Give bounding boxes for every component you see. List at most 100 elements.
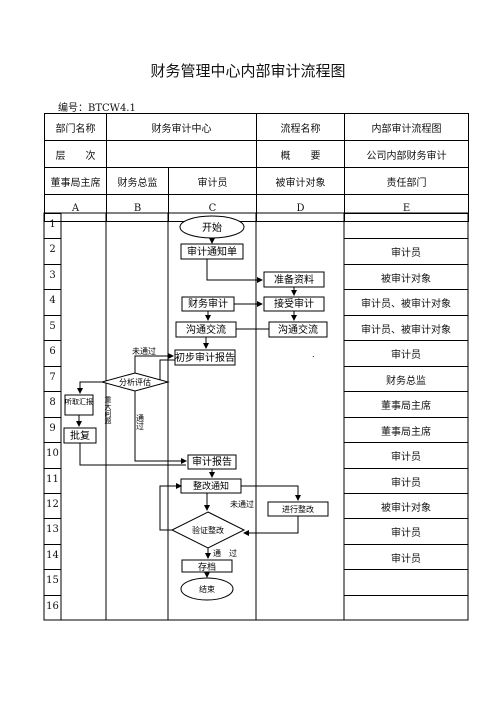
responsible-cell: 审计员 (391, 528, 421, 540)
row-number: 7 (49, 371, 56, 383)
row-divider (344, 263, 468, 265)
end-node (180, 577, 234, 601)
hear-report-label: 听取汇报 (65, 397, 93, 406)
approve-label: 批复 (70, 429, 90, 442)
row-divider (344, 238, 468, 240)
row-divider (344, 492, 468, 494)
role-finance-director: 财务总监 (106, 167, 169, 195)
row-divider (344, 442, 468, 444)
summary-value: 公司内部财务审计 (344, 140, 469, 168)
accept-audit-label: 接受审计 (274, 297, 314, 310)
page-title: 财务管理中心内部审计流程图 (150, 62, 346, 80)
row-divider (44, 340, 61, 342)
responsible-cell: 董事局主席 (381, 426, 431, 438)
prelim-report-node (174, 349, 236, 366)
row-number: 6 (49, 346, 56, 358)
col-e: E (344, 194, 469, 222)
row-divider (344, 365, 468, 367)
row-divider (44, 391, 61, 393)
fin-audit-label: 财务审计 (188, 297, 228, 310)
role-responsible-dept: 责任部门 (344, 167, 469, 195)
row-divider (44, 518, 61, 520)
prelim-report-label: 初步审计报告 (175, 351, 235, 364)
row-divider (44, 365, 61, 367)
responsible-cell: 审计员 (391, 350, 421, 362)
responsible-cell: 董事局主席 (381, 401, 431, 413)
row-divider (44, 569, 61, 571)
notice-label: 审计通知单 (187, 245, 237, 258)
row-divider (44, 442, 61, 444)
row-divider (344, 467, 468, 469)
row-divider (344, 314, 468, 316)
label-not-passed-1: 未通过 (132, 346, 156, 356)
row-number: 9 (49, 422, 56, 434)
row-divider (44, 289, 61, 291)
row-number: 5 (49, 320, 56, 332)
row-divider (44, 467, 61, 469)
process-name-label: 流程名称 (256, 113, 345, 141)
row-divider (344, 416, 468, 418)
row-divider (344, 543, 468, 545)
row-divider (44, 314, 61, 316)
row-divider (344, 518, 468, 520)
row-divider (44, 416, 61, 418)
notice-node (180, 243, 244, 260)
process-name-value: 内部审计流程图 (344, 113, 469, 141)
row-number: 3 (49, 269, 56, 281)
row-number: 16 (46, 600, 59, 612)
comm2-label: 沟通交流 (278, 323, 318, 336)
row-number: 11 (46, 473, 59, 485)
row-divider (344, 594, 468, 596)
comm1-label: 沟通交流 (186, 323, 226, 336)
responsible-cell: 审计员 (391, 477, 421, 489)
prepare-label: 准备资料 (274, 273, 314, 286)
responsible-cell: 审计员、被审计对象 (361, 324, 451, 336)
col-b: B (106, 194, 169, 222)
row-divider (44, 594, 61, 596)
dot-mark: . (312, 350, 315, 359)
rectify-do-label: 进行整改 (282, 504, 314, 514)
row-divider (44, 543, 61, 545)
label-not-passed-2: 未通过 (230, 499, 254, 509)
responsible-cell: 审计员 (391, 553, 421, 565)
responsible-cell: 被审计对象 (381, 502, 431, 514)
start-label: 开始 (202, 221, 222, 234)
dept-name-label: 部门名称 (44, 113, 107, 141)
label-passed-1: 通过 (136, 413, 145, 431)
row-number: 4 (49, 295, 56, 307)
header-table: 部门名称 财务审计中心 流程名称 内部审计流程图 层 次 概 要 公司内部财务审… (44, 113, 469, 222)
row-number: 10 (46, 448, 59, 460)
col-a: A (44, 194, 107, 222)
archive-label: 存档 (198, 561, 216, 573)
row-divider (44, 492, 61, 494)
responsible-cell: 审计员 (391, 248, 421, 260)
row-number: 2 (49, 244, 56, 256)
responsible-cell: 审计员 (391, 452, 421, 464)
responsible-cell: 财务总监 (386, 375, 426, 387)
row-number: 8 (49, 397, 56, 409)
audit-report-label: 审计报告 (192, 455, 232, 468)
row-divider (344, 569, 468, 571)
responsible-cell: 审计员、被审计对象 (361, 299, 451, 311)
row-number: 13 (46, 524, 59, 536)
row-divider (344, 391, 468, 393)
row-number: 1 (49, 219, 56, 230)
responsible-cell: 被审计对象 (381, 273, 431, 285)
role-chairman: 董事局主席 (44, 167, 107, 195)
row-divider (44, 263, 61, 265)
row-number: 12 (46, 498, 59, 510)
row-divider (344, 340, 468, 342)
end-label: 结束 (199, 584, 215, 594)
row-number: 15 (46, 575, 59, 587)
dept-name-value: 财务审计中心 (106, 113, 257, 141)
rectify-notice-label: 整改通知 (193, 480, 229, 492)
label-passed-2: 通 过 (213, 548, 237, 558)
analysis-label: 分析评估 (119, 377, 151, 387)
row-number: 14 (46, 549, 59, 561)
document-code: 编号：BTCW4.1 (58, 103, 136, 114)
row-divider (44, 238, 61, 240)
label-major-issue: 重大问题 (104, 396, 112, 425)
verify-label: 验证整改 (192, 525, 224, 535)
row-divider (344, 289, 468, 291)
